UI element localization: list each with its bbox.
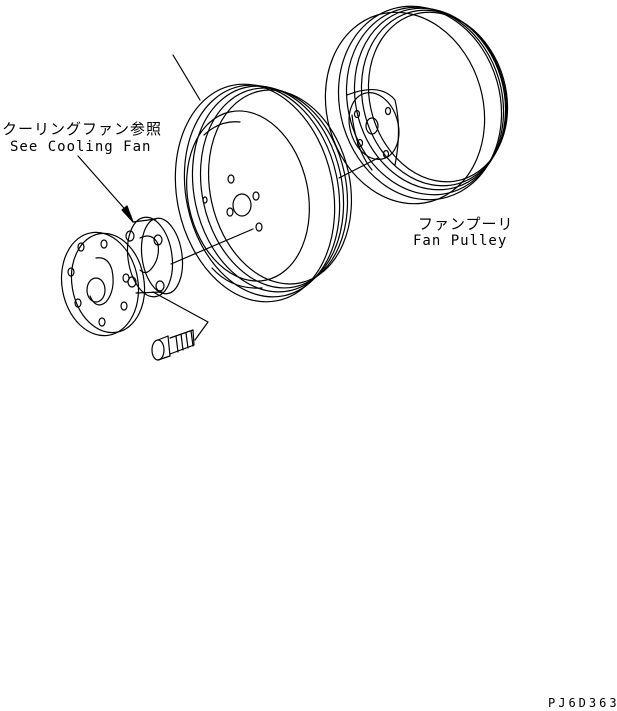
rear-fan-pulley — [303, 0, 527, 223]
front-pulley — [156, 69, 369, 317]
spacer — [123, 214, 187, 299]
fan-pulley-label-en: Fan Pulley — [413, 233, 508, 249]
drawing-code: PJ6D363 — [548, 696, 617, 710]
leader-lines — [78, 55, 378, 340]
fan-flange — [54, 226, 153, 342]
cooling-fan-reference-label-en: See Cooling Fan — [10, 139, 152, 155]
fan-pulley-label-jp: ファンプーリ — [418, 215, 514, 233]
bolt — [152, 330, 194, 360]
cooling-fan-reference-label-jp: クーリングファン参照 — [2, 120, 163, 138]
